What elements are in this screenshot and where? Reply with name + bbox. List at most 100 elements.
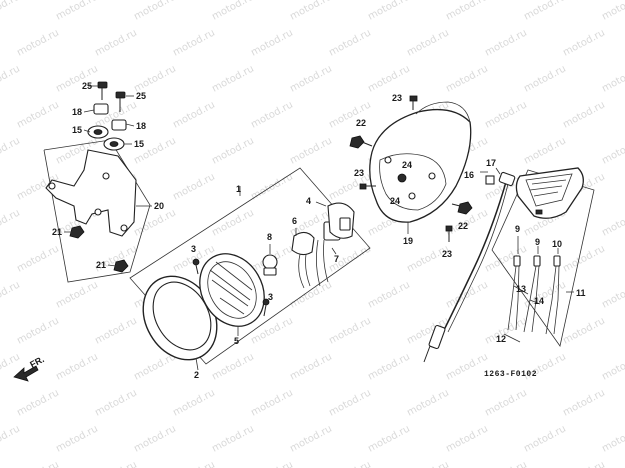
callout-21: 21 bbox=[96, 260, 106, 270]
meter-group: 9 9 10 13 14 12 11 bbox=[491, 167, 595, 347]
callout-24: 24 bbox=[390, 196, 400, 206]
bracket-group-boundary bbox=[43, 139, 151, 283]
callout-11: 11 bbox=[576, 288, 586, 298]
watermark-text: motod.ru bbox=[483, 27, 529, 58]
speedometer-cable bbox=[443, 181, 507, 331]
leader-line bbox=[125, 123, 135, 127]
callout-21: 21 bbox=[52, 227, 62, 237]
callout-14: 14 bbox=[534, 296, 544, 306]
bracket-hole bbox=[120, 224, 128, 232]
front-arrow-icon bbox=[13, 365, 39, 382]
bolt-22-right bbox=[451, 201, 473, 215]
bracket-hole bbox=[102, 172, 110, 180]
callout-18: 18 bbox=[72, 107, 82, 117]
callout-10: 10 bbox=[552, 239, 562, 249]
bolt-23-top bbox=[409, 95, 418, 110]
callout-8: 8 bbox=[267, 232, 272, 242]
callout-19: 19 bbox=[403, 236, 413, 246]
watermark-text: motod.ru bbox=[561, 99, 607, 130]
nut-21-lower bbox=[113, 259, 129, 273]
callout-5: 5 bbox=[234, 336, 239, 346]
callout-22: 22 bbox=[458, 221, 468, 231]
watermark-text: motod.ru bbox=[15, 315, 61, 346]
watermark-text: motod.ru bbox=[0, 423, 22, 454]
callout-13: 13 bbox=[516, 284, 526, 294]
watermark-text: motod.ru bbox=[444, 0, 490, 23]
leader-line bbox=[195, 357, 199, 371]
cable-clip-16 bbox=[485, 175, 495, 185]
watermark-text: motod.ru bbox=[93, 27, 139, 58]
watermark-text: motod.ru bbox=[522, 63, 568, 94]
grommet-15-left bbox=[87, 125, 109, 139]
watermark-text: motod.ru bbox=[483, 459, 529, 468]
watermark-text: motod.ru bbox=[405, 459, 451, 468]
leader-line bbox=[83, 109, 95, 113]
watermark-text: motod.ru bbox=[288, 63, 334, 94]
callout-25: 25 bbox=[82, 81, 92, 91]
watermark-text: motod.ru bbox=[15, 459, 61, 468]
diagram-reference-code: 1263-F0102 bbox=[484, 370, 537, 379]
watermark-text: motod.ru bbox=[327, 99, 373, 130]
watermark-text: motod.ru bbox=[366, 0, 412, 23]
watermark-text: motod.ru bbox=[249, 27, 295, 58]
watermark-text: motod.ru bbox=[15, 243, 61, 274]
callout-4: 4 bbox=[306, 196, 311, 206]
watermark-text: motod.ru bbox=[54, 423, 100, 454]
bolt-25-right bbox=[115, 91, 126, 112]
watermark-text: motod.ru bbox=[132, 63, 178, 94]
callout-23: 23 bbox=[442, 249, 452, 259]
callout-16: 16 bbox=[464, 170, 474, 180]
bracket-hole bbox=[48, 182, 56, 190]
callout-25: 25 bbox=[136, 91, 146, 101]
callout-17: 17 bbox=[486, 158, 496, 168]
leader-line bbox=[513, 285, 529, 295]
watermark-text: motod.ru bbox=[600, 63, 625, 94]
callout-12: 12 bbox=[496, 334, 506, 344]
watermark-text: motod.ru bbox=[444, 423, 490, 454]
callout-20: 20 bbox=[154, 201, 164, 211]
callout-9: 9 bbox=[535, 237, 540, 247]
watermark-text: motod.ru bbox=[210, 0, 256, 23]
watermark-text: motod.ru bbox=[600, 0, 625, 23]
speedometer-cable-group: 16 17 bbox=[423, 158, 516, 363]
callout-7: 7 bbox=[334, 254, 339, 264]
leader-line bbox=[495, 167, 501, 175]
watermark-text: motod.ru bbox=[249, 99, 295, 130]
watermark-text: motod.ru bbox=[288, 0, 334, 23]
watermark-text: motod.ru bbox=[561, 459, 607, 468]
watermark-text: motod.ru bbox=[327, 459, 373, 468]
dust-cover bbox=[327, 202, 355, 239]
headlight-case bbox=[369, 101, 472, 223]
watermark-text: motod.ru bbox=[366, 351, 412, 382]
callout-15: 15 bbox=[72, 125, 82, 135]
watermark-text: motod.ru bbox=[405, 387, 451, 418]
watermark-text: motod.ru bbox=[522, 135, 568, 166]
watermark-text: motod.ru bbox=[327, 387, 373, 418]
screw-3-lower bbox=[262, 298, 270, 317]
watermark-text: motod.ru bbox=[54, 63, 100, 94]
indicator-lamp-9-mid bbox=[523, 255, 541, 333]
watermark-text: motod.ru bbox=[132, 0, 178, 23]
leader-line bbox=[107, 264, 117, 267]
callout-1: 1 bbox=[236, 184, 241, 194]
watermark-text: motod.ru bbox=[93, 315, 139, 346]
leader-line bbox=[529, 299, 541, 305]
watermark-text: motod.ru bbox=[561, 387, 607, 418]
watermark-text: motod.ru bbox=[0, 0, 22, 23]
watermark-text: motod.ru bbox=[210, 63, 256, 94]
leader-line bbox=[503, 333, 521, 343]
cable-end-fitting bbox=[498, 171, 516, 187]
watermark-text: motod.ru bbox=[210, 207, 256, 238]
watermark-text: motod.ru bbox=[249, 459, 295, 468]
watermark-text: motod.ru bbox=[600, 207, 625, 238]
watermark-text: motod.ru bbox=[210, 423, 256, 454]
bolt-22-left bbox=[349, 135, 373, 149]
watermark-text: motod.ru bbox=[288, 279, 334, 310]
headlight-lens bbox=[199, 253, 265, 327]
watermark-text: motod.ru bbox=[561, 243, 607, 274]
headlight-bracket-group: 25 25 18 18 15 15 20 21 21 bbox=[43, 81, 164, 283]
watermark-text: motod.ru bbox=[210, 135, 256, 166]
bracket-hole bbox=[94, 208, 102, 216]
